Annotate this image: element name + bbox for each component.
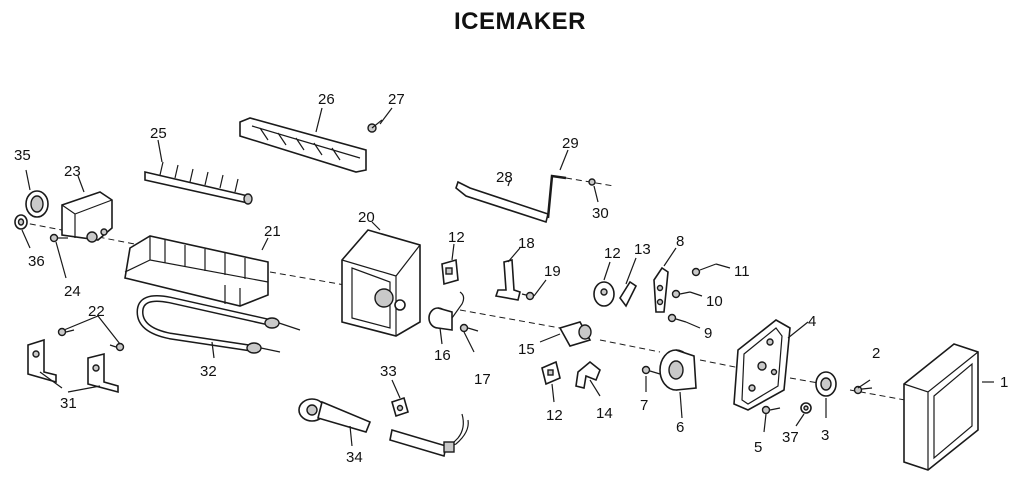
part-30-clip — [588, 178, 596, 186]
callout-9: 9 — [704, 325, 712, 342]
callout-3: 3 — [821, 427, 829, 444]
part-10-screw — [671, 289, 691, 299]
part-22-screws — [57, 327, 125, 352]
part-15-thermostat — [558, 321, 592, 347]
part-14-hook — [575, 360, 601, 389]
part-9-screw — [667, 313, 687, 323]
part-32-heater — [136, 295, 301, 354]
part-27-screw — [367, 119, 383, 133]
part-12-switch-upper — [441, 258, 459, 286]
callout-4: 4 — [808, 313, 816, 330]
part-17-screw — [459, 323, 479, 333]
callout-23: 23 — [64, 163, 81, 180]
callout-26: 26 — [318, 91, 335, 108]
part-34-fill-tube — [298, 398, 372, 433]
part-28-shutoff-arm — [455, 180, 549, 224]
part-7-screw — [641, 365, 661, 375]
part-24-screw — [49, 233, 68, 243]
callout-34: 34 — [346, 449, 363, 466]
callout-16: 16 — [434, 347, 451, 364]
callout-2: 2 — [872, 345, 880, 362]
callout-30: 30 — [592, 205, 609, 222]
callout-6: 6 — [676, 419, 684, 436]
callout-25: 25 — [150, 125, 167, 142]
diagram-title: ICEMAKER — [453, 8, 586, 35]
callout-17: 17 — [474, 371, 491, 388]
callout-15: 15 — [518, 341, 535, 358]
callout-7: 7 — [640, 397, 648, 414]
callout-19: 19 — [544, 263, 561, 280]
part-2-screw — [853, 385, 873, 395]
callout-36: 36 — [28, 253, 45, 270]
callout-24: 24 — [64, 283, 81, 300]
part-4-mounting-plate — [733, 319, 791, 411]
part-5-screw — [761, 405, 781, 415]
callout-20: 20 — [358, 209, 375, 226]
callout-10: 10 — [706, 293, 723, 310]
callout-37: 37 — [782, 429, 799, 446]
part-20-mold-housing — [341, 229, 421, 337]
part-12-switch-lower — [541, 360, 561, 386]
callout-5: 5 — [754, 439, 762, 456]
part-25-ejector — [144, 161, 253, 205]
part-19-screw — [521, 291, 535, 301]
part-6-motor — [659, 349, 697, 391]
callout-12-middle: 12 — [604, 245, 621, 262]
part-1-cover — [903, 343, 979, 471]
callout-12-lower: 12 — [546, 407, 563, 424]
part-23-fill-cup — [61, 191, 113, 243]
part-13-spring — [619, 280, 638, 308]
part-35-gasket — [25, 190, 49, 218]
part-3-gear — [815, 371, 837, 397]
callout-31: 31 — [60, 395, 77, 412]
part-37-nut — [800, 402, 812, 414]
callout-32: 32 — [200, 363, 217, 380]
part-18-lever — [494, 258, 521, 301]
part-21-mold — [124, 235, 269, 307]
callout-1: 1 — [1000, 374, 1008, 391]
part-31-brackets — [27, 338, 119, 394]
part-26-stripper — [239, 117, 367, 173]
callout-28: 28 — [496, 169, 513, 186]
callout-8: 8 — [676, 233, 684, 250]
part-8-switch-arm — [653, 266, 669, 313]
callout-13: 13 — [634, 241, 651, 258]
callout-35: 35 — [14, 147, 31, 164]
wiring-harness — [389, 413, 469, 458]
callout-14: 14 — [596, 405, 613, 422]
callout-29: 29 — [562, 135, 579, 152]
part-33-clip — [391, 396, 409, 418]
callout-12-upper: 12 — [448, 229, 465, 246]
callout-18: 18 — [518, 235, 535, 252]
callout-33: 33 — [380, 363, 397, 380]
leader-lines — [21, 107, 994, 447]
callout-11: 11 — [734, 263, 750, 280]
part-12-cam — [593, 281, 615, 307]
callout-21: 21 — [264, 223, 281, 240]
callout-22: 22 — [88, 303, 105, 320]
part-16-motor — [428, 291, 465, 331]
part-36-nut — [14, 214, 28, 230]
part-11-screw — [691, 263, 717, 277]
callout-27: 27 — [388, 91, 405, 108]
